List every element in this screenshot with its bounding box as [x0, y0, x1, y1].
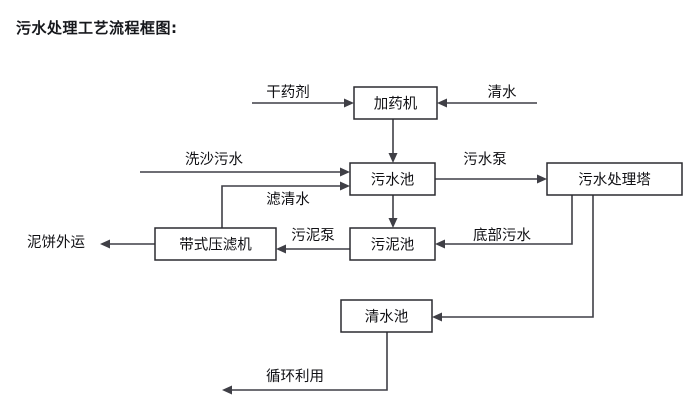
edge-label-sewage-pump: 污水泵 — [463, 151, 507, 168]
node-clearwater-pool[interactable]: 清水池 — [340, 299, 433, 333]
edge-sewage-pool-to-tower — [435, 174, 547, 184]
node-label-sewage-pool: 污水池 — [371, 172, 415, 189]
edge-label-sludge-pump: 污泥泵 — [291, 227, 335, 244]
edge-dosing-to-sewage-pool — [388, 119, 398, 163]
edge-label-recycle-use: 循环利用 — [266, 368, 324, 385]
edge-dry-reagent-to-dosing — [252, 98, 354, 108]
node-label-clearwater-pool: 清水池 — [365, 309, 409, 326]
edge-tower-to-sludge-pool — [435, 195, 573, 249]
edge-belt-filter-to-mud-cake — [100, 239, 155, 249]
edge-label-mud-cake-out: 泥饼外运 — [27, 234, 85, 251]
edge-label-clean-water: 清水 — [488, 84, 517, 101]
page-title: 污水处理工艺流程框图: — [16, 19, 178, 37]
edge-label-dry-reagent: 干药剂 — [266, 84, 310, 101]
node-dosing-machine[interactable]: 加药机 — [353, 86, 438, 120]
edge-clean-water-to-dosing — [437, 98, 537, 108]
edge-filtrate-to-sewage-pool — [221, 181, 350, 228]
edge-label-bottom-sewage: 底部污水 — [473, 227, 531, 244]
node-sludge-pool[interactable]: 污泥池 — [349, 227, 436, 261]
node-label-dosing-machine: 加药机 — [374, 96, 418, 113]
edge-sewage-pool-to-sludge-pool — [388, 195, 398, 228]
node-treatment-tower[interactable]: 污水处理塔 — [546, 162, 683, 196]
node-label-sludge-pool: 污泥池 — [371, 237, 415, 254]
edge-label-filtrate-water: 滤清水 — [266, 191, 310, 208]
edge-sand-wash-to-sewage-pool — [140, 167, 350, 177]
node-label-treatment-tower: 污水处理塔 — [578, 172, 651, 189]
node-belt-filter-press[interactable]: 带式压滤机 — [154, 227, 277, 261]
edge-clearwater-pool-to-recycle — [222, 332, 388, 395]
node-sewage-pool[interactable]: 污水池 — [349, 162, 436, 196]
edge-sludge-pool-to-belt-filter — [276, 244, 350, 254]
edge-tower-to-clearwater-pool — [432, 195, 594, 322]
edge-label-sand-wash-sewage: 洗沙污水 — [185, 151, 243, 168]
node-label-belt-filter-press: 带式压滤机 — [179, 237, 252, 254]
